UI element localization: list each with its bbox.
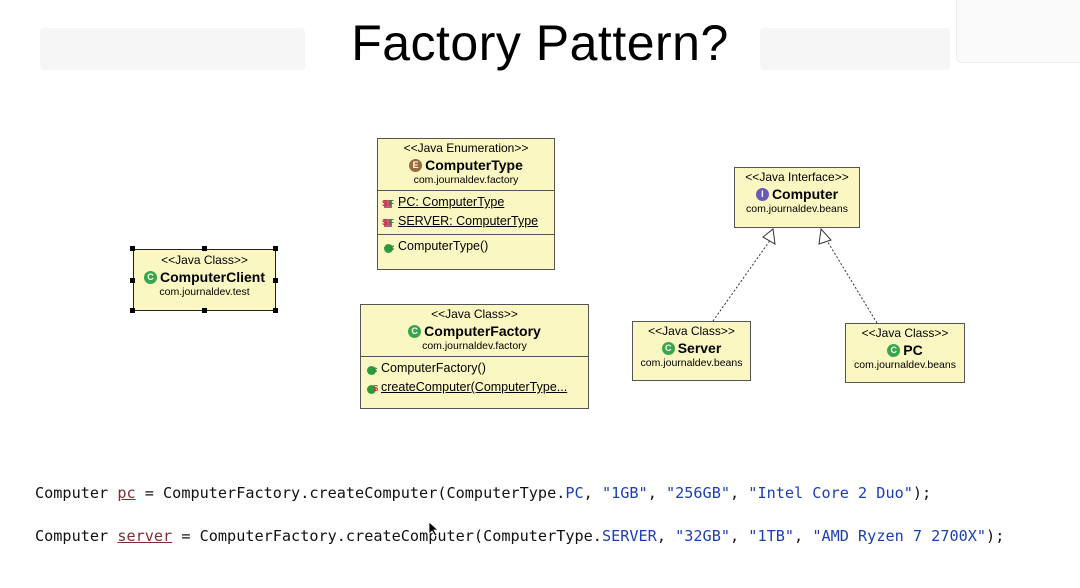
stereotype-label: <<Java Class>> [861,326,949,340]
method-computertype: ComputerType() [398,239,489,253]
code-end: ); [912,484,932,502]
stereotype-label: <<Java Interface>> [745,170,849,184]
constructor-icon: c [382,240,396,254]
code-end: ); [986,527,1005,545]
field-server: SERVER: ComputerType [398,214,539,228]
slide-title: Factory Pattern? [351,15,729,71]
code-string-arg: "Intel Core 2 Duo" [748,484,913,502]
stereotype-label: <<Java Class>> [431,307,518,321]
realization-arrow-server [762,228,776,245]
package-label: com.journaldev.test [159,286,250,298]
code-string-arg: "1TB" [748,527,795,545]
selection-handle[interactable] [273,278,278,283]
package-label: com.journaldev.beans [854,359,956,371]
class-name: Server [677,340,722,356]
class-name: PC [903,342,923,358]
stereotype-label: <<Java Class>> [161,253,248,267]
package-label: com.journaldev.factory [422,340,527,352]
faded-background-text-right [760,28,950,70]
code-line-2: Computer server = ComputerFactory.create… [35,527,1004,545]
selection-handle[interactable] [130,246,135,251]
code-separator: , [583,484,602,502]
code-separator: , [656,527,676,545]
selection-handle[interactable] [273,246,278,251]
package-label: com.journaldev.beans [640,357,743,369]
class-name: ComputerClient [160,269,265,285]
code-separator: , [730,484,749,502]
code-string-arg: "256GB" [665,484,730,502]
code-separator: , [794,527,813,545]
method-computerfactory: ComputerFactory() [381,361,486,375]
code-enum-constant: SERVER [601,527,657,545]
code-variable: server [117,527,173,545]
code-enum-constant: PC [565,484,584,502]
selection-handle[interactable] [202,246,207,251]
package-label: com.journaldev.factory [413,174,519,186]
code-string-arg: "32GB" [675,527,730,545]
class-name: Computer [771,186,839,202]
class-icon: C [144,270,157,284]
enum-icon: E [409,158,423,172]
package-label: com.journaldev.beans [746,203,848,215]
code-call: = ComputerFactory.createComputer(Compute… [172,527,602,545]
interface-icon: I [755,187,769,201]
field-pc: PC: ComputerType [398,195,505,209]
selection-handle[interactable] [130,308,135,313]
class-name: ComputerFactory [424,323,541,339]
class-icon: C [887,343,901,357]
realization-line-pc [825,238,878,324]
method-createcomputer: createComputer(ComputerType... [381,380,568,394]
class-icon: C [408,324,422,338]
faded-background-text-left [40,28,305,70]
code-string-arg: "AMD Ryzen 7 2700X" [812,527,987,545]
class-icon: C [661,341,675,355]
selection-handle[interactable] [130,278,135,283]
stereotype-label: <<Java Class>> [648,324,735,338]
realization-line-server [712,238,772,322]
selection-handle[interactable] [273,308,278,313]
class-name: ComputerType [425,157,523,173]
code-string-arg: "1GB" [601,484,648,502]
code-separator: , [647,484,666,502]
corner-overlay [956,0,1080,63]
realization-arrow-pc [818,227,832,245]
selection-handle[interactable] [202,308,207,313]
code-type: Computer [35,527,109,545]
code-type: Computer [35,484,109,502]
code-separator: , [730,527,749,545]
code-variable: pc [117,484,136,502]
mouse-cursor-icon [428,521,440,537]
code-line-1: Computer pc = ComputerFactory.createComp… [35,484,931,502]
stereotype-label: <<Java Enumeration>> [403,141,529,155]
code-call: = ComputerFactory.createComputer(Compute… [135,484,566,502]
static-method-icon: S [365,381,379,395]
constructor-icon: c [365,362,379,376]
